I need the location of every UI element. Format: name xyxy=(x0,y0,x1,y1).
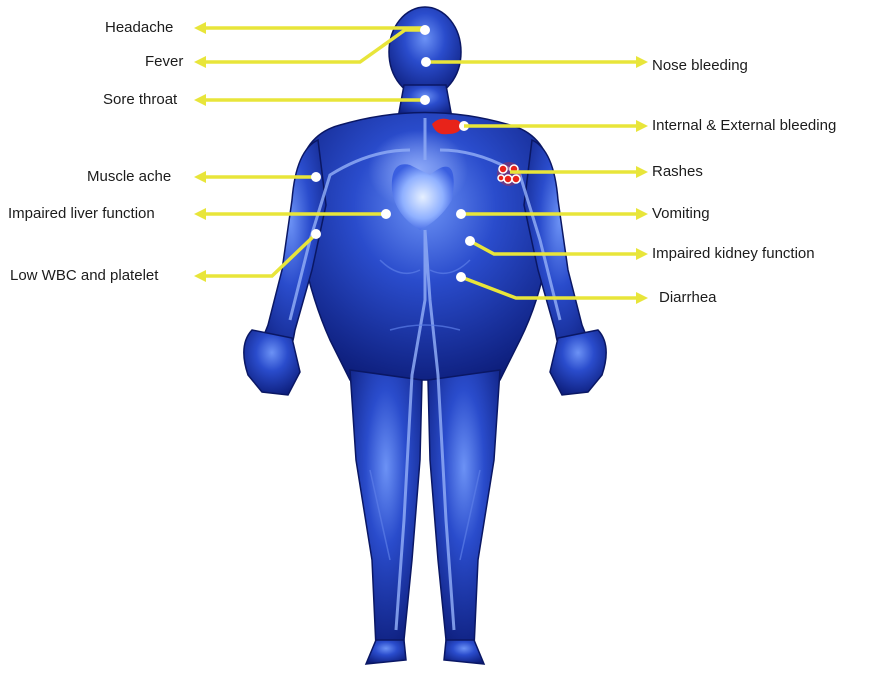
label-muscle-ache: Muscle ache xyxy=(87,168,171,186)
marker-liver xyxy=(381,209,391,219)
marker-diarrhea xyxy=(456,272,466,282)
label-kidney: Impaired kidney function xyxy=(652,245,815,263)
rash-marker xyxy=(497,162,521,186)
label-vomiting: Vomiting xyxy=(652,205,710,223)
marker-headache xyxy=(420,25,430,35)
marker-kidney xyxy=(465,236,475,246)
marker-nose xyxy=(421,57,431,67)
label-liver: Impaired liver function xyxy=(8,205,155,223)
label-wbc: Low WBC and platelet xyxy=(10,267,158,285)
marker-vomiting xyxy=(456,209,466,219)
marker-throat xyxy=(420,95,430,105)
label-rashes: Rashes xyxy=(652,163,703,181)
body-silhouette xyxy=(244,7,606,664)
label-bleeding: Internal & External bleeding xyxy=(652,117,836,135)
marker-muscle xyxy=(311,172,321,182)
label-fever: Fever xyxy=(145,53,183,71)
label-nose-bleeding: Nose bleeding xyxy=(652,57,748,75)
label-headache: Headache xyxy=(105,19,173,37)
marker-wbc xyxy=(311,229,321,239)
label-sore-throat: Sore throat xyxy=(103,91,177,109)
label-diarrhea: Diarrhea xyxy=(659,289,717,307)
